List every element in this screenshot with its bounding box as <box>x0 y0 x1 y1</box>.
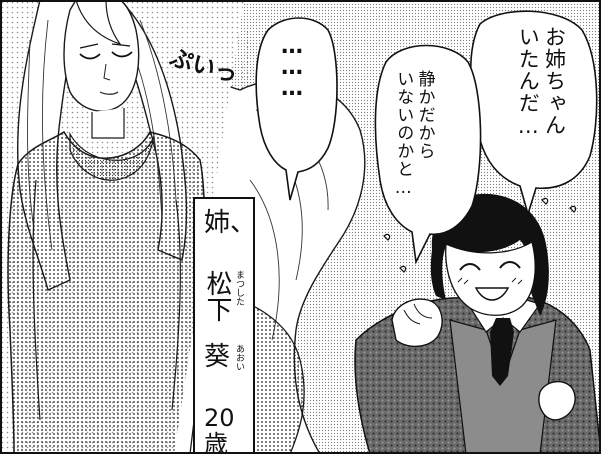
caption-relation: 姉、 <box>204 208 257 238</box>
eye-right <box>111 51 133 58</box>
open-hand <box>538 381 576 421</box>
character-caption: 姉、 松下 まつした 葵 あおい 20 歳 <box>200 206 256 454</box>
student-face <box>445 240 536 316</box>
speech-text-1: お姉ちゃんいたんだ… <box>516 26 567 139</box>
speech-text-3: ……… <box>279 34 305 97</box>
student-eye-left <box>459 263 481 271</box>
student-hair <box>430 193 549 316</box>
speech-bubbles <box>255 10 598 265</box>
necktie <box>490 318 514 386</box>
caption-given-name-reading: あおい <box>234 344 244 371</box>
speech-text-2: 静かだからいないのかと… <box>393 70 435 199</box>
mouth <box>99 91 119 95</box>
caption-age-number: 20 <box>204 404 235 432</box>
student-eye-right <box>499 261 521 269</box>
face <box>63 0 140 112</box>
caption-age-suffix: 歳 <box>204 430 228 454</box>
caption-surname-reading: まつした <box>234 270 244 306</box>
student-mouth <box>474 287 510 301</box>
caption-box <box>193 197 255 454</box>
caption-given-name: 葵 <box>204 342 231 372</box>
eye-left <box>79 53 101 60</box>
caption-surname: 松下 <box>202 270 232 322</box>
student-vest <box>449 319 557 454</box>
speech-bubble-3 <box>255 17 338 201</box>
speech-bubble-2 <box>374 44 482 265</box>
